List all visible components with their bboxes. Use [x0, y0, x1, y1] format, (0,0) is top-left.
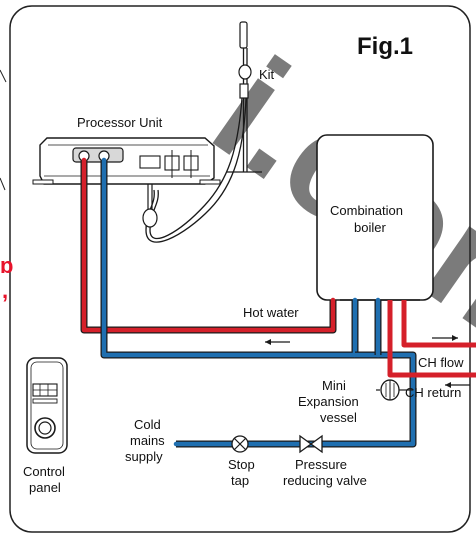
stop-tap [231, 435, 249, 453]
label-processor-unit: Processor Unit [77, 115, 163, 130]
ch-flow-pipe [401, 300, 476, 348]
label-kit: Kit [259, 67, 275, 82]
processor-unit [32, 137, 221, 185]
pressure-reducing-valve [299, 434, 323, 454]
adjacent-page-fragment: ɒ , [0, 69, 13, 303]
label-cold-mains-1: Cold [134, 417, 161, 432]
label-boiler-line1: Combination [330, 203, 403, 218]
label-mini-expansion-1: Mini [322, 378, 346, 393]
label-cold-mains-2: mains [130, 433, 165, 448]
mini-expansion-vessel [376, 379, 413, 401]
hot-water-arrow [265, 339, 290, 345]
figure-title: Fig.1 [357, 33, 413, 60]
label-mini-expansion-2: Expansion [298, 394, 359, 409]
label-stop-tap-2: tap [231, 473, 249, 488]
label-cold-mains-3: supply [125, 449, 163, 464]
ch-return-pipe [387, 300, 476, 378]
label-boiler-line2: boiler [354, 220, 386, 235]
hot-water-pipe [80, 157, 337, 334]
svg-text:ɒ: ɒ [0, 253, 13, 278]
label-pressure-valve-1: Pressure [295, 457, 347, 472]
label-ch-flow: CH flow [418, 355, 464, 370]
ch-flow-arrow [432, 335, 458, 341]
label-mini-expansion-3: vessel [320, 410, 357, 425]
shower-kit [142, 21, 262, 243]
label-control-panel-2: panel [29, 480, 61, 495]
label-pressure-valve-2: reducing valve [283, 473, 367, 488]
label-ch-return: CH return [405, 385, 461, 400]
label-control-panel-1: Control [23, 464, 65, 479]
ch-return-arrow [445, 382, 470, 388]
label-hot-water: Hot water [243, 305, 299, 320]
label-stop-tap-1: Stop [228, 457, 255, 472]
figure-frame [9, 5, 471, 533]
svg-text:,: , [2, 278, 8, 303]
control-panel [26, 357, 68, 454]
